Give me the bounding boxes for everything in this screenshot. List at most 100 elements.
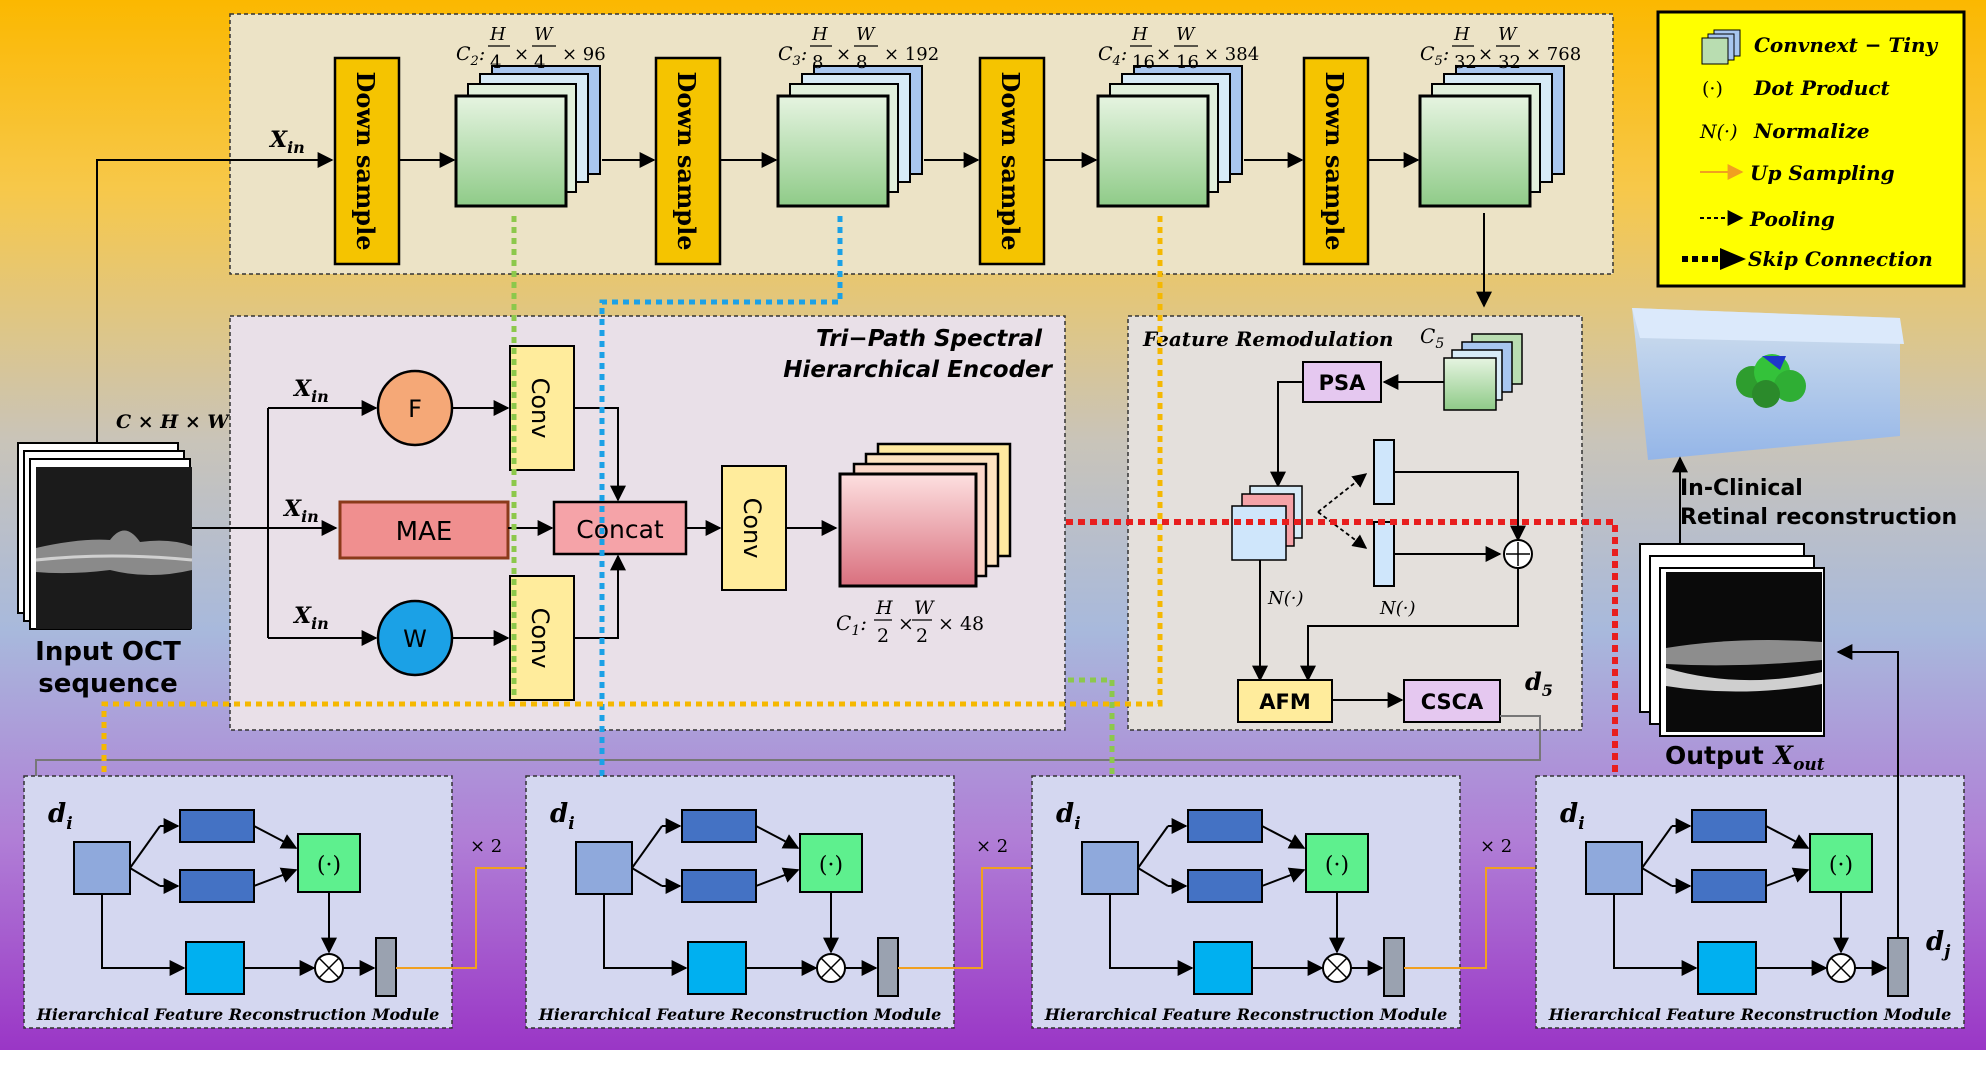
svg-text:8: 8: [812, 52, 823, 73]
svg-text:W: W: [1498, 24, 1518, 45]
c5-remod-stack: [1443, 333, 1523, 411]
module-input-block: [1081, 841, 1139, 895]
mae-box: [338, 500, 510, 560]
svg-text:×: ×: [898, 613, 914, 635]
svg-text:× 192: × 192: [884, 44, 939, 65]
stage-label-c2: C2:: [456, 43, 485, 69]
svg-text:×: ×: [836, 44, 851, 65]
conv-bottom: [509, 575, 575, 701]
d5-label: d5: [1525, 667, 1553, 700]
stage-label-c3: C3:: [778, 43, 807, 69]
reconstruction-module-4: di(·)Hierarchical Feature Reconstruction…: [1535, 775, 1965, 1029]
module-input-block: [73, 841, 131, 895]
wavelet-label: W: [403, 625, 427, 653]
svg-text:H: H: [1131, 24, 1148, 45]
svg-text:16: 16: [1176, 52, 1199, 73]
module-title: Hierarchical Feature Reconstruction Modu…: [36, 1005, 440, 1024]
module-branch-top: [681, 809, 757, 843]
down-sample-block-4: [1302, 56, 1370, 266]
module-dot-product: [799, 833, 863, 893]
module-dot-product: [1809, 833, 1873, 893]
upsample-x2: × 2: [470, 836, 502, 857]
xin-mid: Xin: [282, 496, 319, 526]
down-sample-label-1: Down sample: [351, 72, 380, 251]
pool-bar-top: [1373, 439, 1395, 505]
recon-label-1: In-Clinical: [1680, 476, 1803, 501]
svg-text:H: H: [811, 24, 828, 45]
conv-top-label: Conv: [526, 378, 554, 439]
upsample-x2: × 2: [1480, 836, 1512, 857]
c1-h: H: [875, 597, 893, 619]
svg-text:4: 4: [490, 52, 501, 73]
svg-text:× 768: × 768: [1526, 44, 1581, 65]
xin-bot: Xin: [292, 603, 329, 633]
concat-label: Concat: [576, 515, 664, 544]
c5-remod-label: C5: [1420, 324, 1444, 352]
svg-text:H: H: [1453, 24, 1470, 45]
module-dot-product: [297, 833, 361, 893]
reconstruction-module-3: di(·)Hierarchical Feature Reconstruction…: [1031, 775, 1586, 1029]
module-branch-bottom: [179, 869, 255, 903]
svg-text:(·): (·): [317, 853, 341, 878]
c1-feature-stack: [838, 442, 1012, 588]
top-x-in-label: Xin: [268, 127, 305, 157]
svg-text:8: 8: [856, 52, 867, 73]
svg-text:32: 32: [1454, 52, 1477, 73]
xin-top: Xin: [292, 376, 329, 406]
legend-pooling: Pooling: [1749, 207, 1835, 231]
tri-path-title-1: Tri−Path Spectral: [816, 326, 1043, 352]
norm-left: N(·): [1267, 588, 1304, 609]
concat-box: [552, 500, 688, 556]
input-label-1: Input OCT: [35, 637, 181, 667]
module-cyan-block: [687, 941, 747, 995]
down-sample-block-3: [978, 56, 1046, 266]
conv-mid-label: Conv: [738, 498, 766, 559]
svg-text:4: 4: [534, 52, 545, 73]
csca-label: CSCA: [1421, 690, 1484, 714]
module-output-bar: [1887, 937, 1909, 997]
module-output-bar: [1383, 937, 1405, 997]
norm-right: N(·): [1379, 598, 1416, 619]
module-branch-bottom: [1691, 869, 1767, 903]
feature-stack-c4: [1096, 65, 1243, 208]
c1-w: W: [914, 597, 935, 619]
module-title: Hierarchical Feature Reconstruction Modu…: [1548, 1005, 1952, 1024]
svg-text:(·): (·): [819, 853, 843, 878]
module-d-i: di: [1056, 799, 1081, 834]
down-sample-label-3: Down sample: [996, 72, 1025, 251]
svg-text:×: ×: [1156, 44, 1171, 65]
module-dot-product: [1305, 833, 1369, 893]
feature-stack-c3: [776, 65, 923, 208]
module-cyan-block: [1697, 941, 1757, 995]
module-output-bar: [877, 937, 899, 997]
module-d-j: dj: [1926, 927, 1951, 962]
c1-hd: 2: [877, 625, 889, 647]
reconstruction-module-2: di(·)Hierarchical Feature Reconstruction…: [525, 775, 1082, 1029]
module-input-block: [575, 841, 633, 895]
input-dim-label: C × H × W: [116, 411, 230, 433]
legend-convnext: Convnext − Tiny: [1754, 33, 1939, 57]
module-cyan-block: [185, 941, 245, 995]
module-branch-top: [1691, 809, 1767, 843]
recon-label-2: Retinal reconstruction: [1680, 505, 1957, 530]
legend-skip: Skip Connection: [1748, 247, 1933, 271]
svg-text:W: W: [534, 24, 554, 45]
input-oct-stack: [17, 442, 193, 630]
svg-text:×: ×: [1478, 44, 1493, 65]
bottom-strip: [0, 1050, 1986, 1072]
afm-label: AFM: [1259, 690, 1311, 714]
c1-ch: × 48: [938, 613, 984, 635]
module-branch-top: [1187, 809, 1263, 843]
module-cyan-block: [1193, 941, 1253, 995]
reconstruction-module-1: di(·)Hierarchical Feature Reconstruction…: [23, 775, 576, 1029]
svg-text:(·): (·): [1829, 853, 1853, 878]
fourier-label: F: [408, 395, 422, 423]
svg-text:W: W: [856, 24, 876, 45]
legend-upsampling: Up Sampling: [1750, 161, 1895, 185]
svg-text:× 96: × 96: [562, 44, 606, 65]
conv-mid: [721, 465, 787, 591]
conv-top: [509, 345, 575, 471]
stage-label-c5: C5:: [1420, 43, 1449, 69]
